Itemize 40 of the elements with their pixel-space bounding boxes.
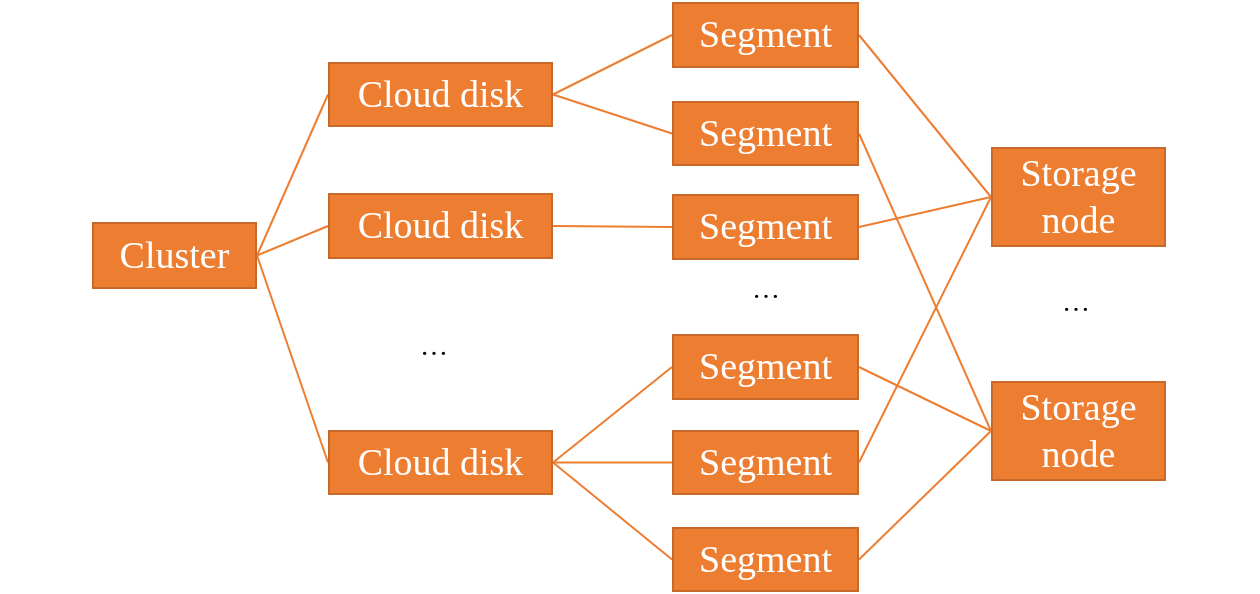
- connector-line: [552, 461, 673, 464]
- node-label: Storage node: [1019, 384, 1138, 477]
- node-label: Cloud disk: [357, 439, 524, 485]
- process-box: [672, 2, 859, 68]
- node-label: Cluster: [119, 232, 230, 278]
- connector-line: [552, 366, 673, 464]
- ellipsis-label: …: [1062, 286, 1090, 318]
- process-box: [672, 194, 859, 260]
- node-label: Segment: [699, 536, 832, 582]
- process-box: [672, 101, 859, 166]
- node-label: Segment: [699, 12, 832, 58]
- process-box: [672, 430, 859, 495]
- connector-line: [552, 34, 673, 96]
- process-box: [328, 193, 553, 259]
- node-label: Segment: [699, 439, 832, 485]
- connector-line: [858, 34, 992, 198]
- node-label: Segment: [699, 344, 832, 390]
- process-box: [991, 147, 1166, 247]
- process-box: [991, 381, 1166, 481]
- connector-line: [858, 196, 992, 464]
- node-label: Segment: [699, 204, 832, 250]
- process-box: [328, 430, 553, 495]
- connector-line: [858, 196, 992, 228]
- connector-line: [552, 461, 673, 561]
- ellipsis-label: …: [752, 273, 780, 305]
- process-box: [672, 334, 859, 400]
- node-label: Segment: [699, 110, 832, 156]
- node-label: Storage node: [1019, 150, 1138, 243]
- ellipsis-label: …: [420, 330, 448, 362]
- connector-line: [552, 93, 673, 135]
- connector-line: [858, 366, 992, 432]
- connector-line: [256, 225, 329, 257]
- node-label: Cloud disk: [357, 203, 524, 249]
- process-box: [672, 527, 859, 592]
- node-label: Cloud disk: [357, 71, 524, 117]
- connector-line: [552, 225, 673, 228]
- connector-line: [858, 430, 992, 561]
- process-box: [92, 222, 257, 289]
- process-box: [328, 62, 553, 127]
- connector-line: [858, 132, 992, 432]
